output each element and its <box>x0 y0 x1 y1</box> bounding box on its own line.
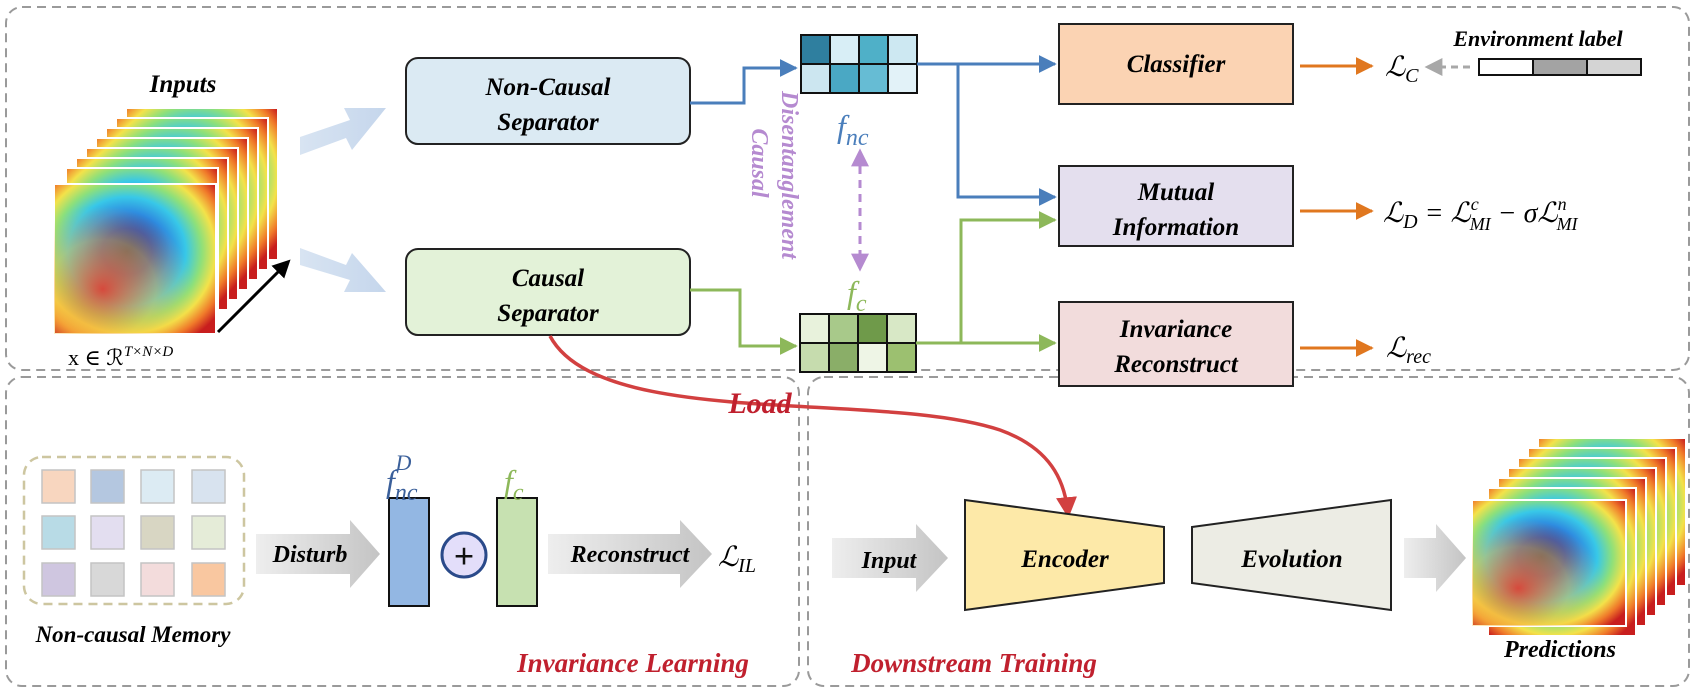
predictions-label: Predictions <box>1503 637 1616 663</box>
svg-text:Causal: Causal <box>746 128 772 198</box>
svg-text:ℒC: ℒC <box>1385 52 1419 87</box>
invariance-reconstruct-line2: Reconstruct <box>1113 351 1239 378</box>
loss-il: ℒIL <box>718 542 756 577</box>
causal-separator <box>405 248 691 336</box>
fnc-to-mutual-line <box>956 64 1057 206</box>
noncausal-memory-label: Non-causal Memory <box>35 622 232 647</box>
prediction-frame-stack <box>1471 437 1687 637</box>
mutual-information-line1: Mutual <box>1137 179 1214 206</box>
evolution-block <box>1191 498 1392 612</box>
fnc-label: fnc <box>837 108 869 151</box>
load-label: Load <box>727 387 792 420</box>
mutual-information-box <box>1058 165 1294 247</box>
memory-grid <box>41 469 226 597</box>
disturb-label: Disturb <box>272 542 348 568</box>
fnc-disturbed-bar <box>388 497 430 607</box>
svg-text:fncD: fncD <box>386 450 418 506</box>
input-arrow <box>832 524 948 592</box>
classifier-label: Classifier <box>1127 51 1226 78</box>
svg-text:ℒrec: ℒrec <box>1386 333 1431 368</box>
causal-separator-line1: Causal <box>512 265 584 292</box>
fc-to-mutual-line <box>959 211 1057 343</box>
mutual-information-line2: Information <box>1112 214 1239 241</box>
big-arrow-to-causal <box>300 248 386 292</box>
fc-bar <box>496 497 538 607</box>
svg-text:fnc: fnc <box>837 108 869 151</box>
noncausal-separator <box>405 57 691 145</box>
causal-to-fc-line <box>690 288 798 355</box>
input-frame-stack <box>53 107 279 335</box>
noncausal-memory-box <box>22 455 246 606</box>
reconstruct-arrow <box>548 520 712 588</box>
input-label: Input <box>861 548 918 574</box>
loss-rec: ℒrec <box>1386 333 1431 368</box>
evolution-label: Evolution <box>1240 546 1342 573</box>
fnc-feature-grid <box>800 34 918 94</box>
environment-label-title: Environment label <box>1452 26 1623 51</box>
environment-label-bar <box>1478 58 1642 76</box>
invariance-reconstruct-line1: Invariance <box>1119 316 1233 343</box>
noncausal-to-fnc-line <box>690 59 798 105</box>
invariance-reconstruct-box <box>1058 301 1294 387</box>
encoder-block <box>964 498 1165 612</box>
encoder-label: Encoder <box>1020 546 1109 573</box>
noncausal-separator-line2: Separator <box>497 109 599 136</box>
big-arrow-to-noncausal <box>300 108 386 155</box>
disentangle-label: Causal Disentanglement <box>746 90 802 260</box>
causal-separator-line2: Separator <box>497 300 599 327</box>
svg-text:fc: fc <box>847 274 867 317</box>
disturb-arrow <box>256 520 380 588</box>
fnc-disturbed-label: fncD <box>386 450 418 506</box>
time-axis-arrow <box>216 259 291 334</box>
plus-icon <box>440 531 488 579</box>
fc-feature-grid <box>799 313 917 373</box>
prediction-arrow <box>1404 524 1466 592</box>
reconstruct-label: Reconstruct <box>570 542 691 568</box>
input-shape-label: x ∈ ℛT×N×D <box>68 344 173 370</box>
invariance-learning-title: Invariance Learning <box>516 648 749 678</box>
load-arrow <box>548 335 1077 519</box>
svg-text:Disentanglement: Disentanglement <box>776 90 802 260</box>
loss-c: ℒC <box>1385 52 1419 87</box>
plus-symbol: + <box>454 536 475 576</box>
svg-text:x ∈ ℛT×N×D: x ∈ ℛT×N×D <box>68 344 173 370</box>
svg-text:ℒIL: ℒIL <box>718 542 756 577</box>
inputs-title: Inputs <box>149 71 217 98</box>
fc-label: fc <box>847 274 867 317</box>
classifier-box <box>1058 23 1294 105</box>
downstream-training-title: Downstream Training <box>850 648 1097 678</box>
invariance-learning-panel <box>5 376 800 687</box>
noncausal-separator-line1: Non-Causal <box>484 74 610 101</box>
